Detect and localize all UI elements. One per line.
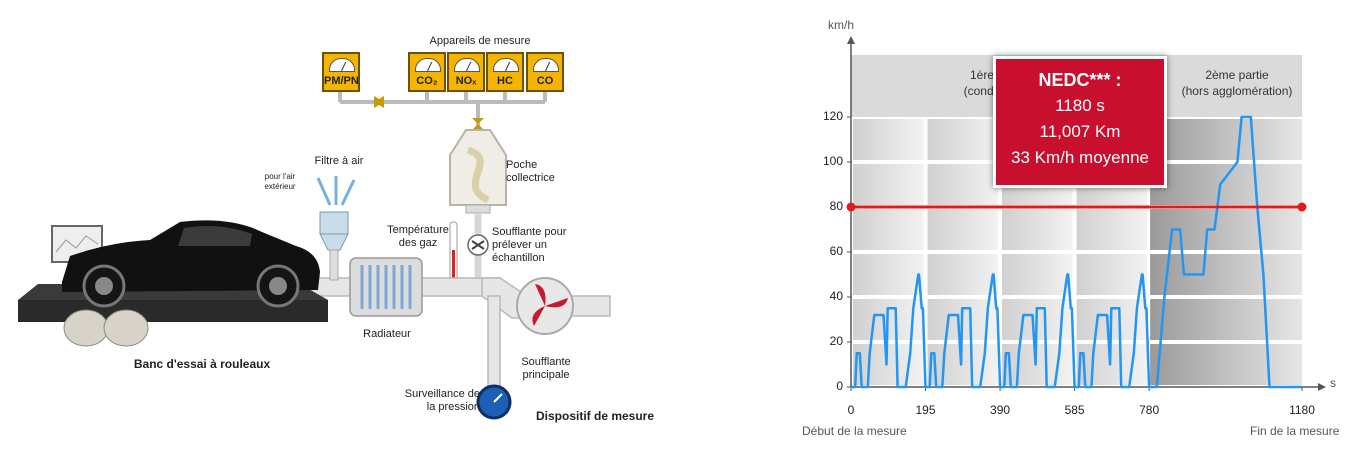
nedc-duration: 1180 s — [1055, 96, 1105, 115]
meter-label: CO — [536, 75, 554, 87]
part2-label-line1: 2ème partie — [1205, 68, 1269, 82]
part2-label: 2ème partie (hors agglomération) — [1172, 67, 1302, 99]
nedc-distance: 11,007 Km — [1039, 122, 1121, 141]
part2-label-line2: (hors agglomération) — [1181, 84, 1293, 98]
x-end-label: Fin de la mesure — [1250, 424, 1340, 438]
y-tick-label: 0 — [836, 379, 843, 393]
test-bench-diagram — [18, 90, 611, 420]
grid-cell — [927, 344, 999, 385]
grid-cell — [927, 164, 999, 205]
valve-icon — [472, 118, 484, 124]
grid-cell — [1150, 164, 1302, 205]
car-icon — [62, 220, 320, 292]
meter-label: PM/PN — [324, 75, 359, 87]
chart-plot — [846, 115, 1307, 389]
grid-cell — [927, 119, 999, 160]
meter-label: CO₂ — [416, 75, 438, 87]
y-tick-label: 40 — [829, 289, 843, 303]
part1-label: 1ère (condu — [952, 67, 1012, 99]
nedc-info-box: NEDC*** : 1180 s 11,007 Km 33 Km/h moyen… — [993, 56, 1167, 188]
y-tick-label: 120 — [822, 109, 843, 123]
part1-label-line2: (condu — [963, 84, 1001, 98]
nedc-title: NEDC*** : — [1038, 70, 1122, 90]
roller-icon — [103, 309, 149, 347]
y-tick-label: 80 — [829, 199, 843, 213]
meter-co2: CO₂ — [408, 52, 446, 92]
label-air-exterior: pour l'air extérieur — [264, 172, 296, 191]
grid-cell — [853, 254, 924, 295]
y-axis-arrow-icon — [847, 36, 855, 44]
grid-cell — [1076, 344, 1148, 385]
grid-cell — [853, 119, 924, 160]
label-main-blower: Soufflante principale — [521, 356, 571, 381]
x-axis-label: s — [1330, 376, 1336, 390]
grid-cell — [853, 164, 924, 205]
label-gas-temp: Température des gaz — [387, 224, 449, 249]
y-axis-label: km/h — [828, 18, 855, 32]
label-meters: Appareils de mesure — [429, 35, 531, 47]
grid-cell — [927, 209, 999, 250]
x-tick-label: 390 — [990, 403, 1011, 417]
grid-cell — [1076, 254, 1148, 295]
label-measure-device: Dispositif de mesure — [535, 409, 655, 423]
grid-cell — [927, 254, 999, 295]
y-tick-label: 20 — [829, 334, 843, 348]
grid-cell — [1150, 344, 1302, 385]
x-tick-label: 780 — [1139, 403, 1160, 417]
x-tick-label: 1180 — [1289, 403, 1315, 417]
x-axis-arrow-icon — [1318, 383, 1326, 391]
label-dynamometer: Banc d'essai à rouleaux — [133, 357, 271, 371]
label-sample-blower: Soufflante pour prélever un échantillon — [492, 226, 567, 264]
x-tick-label: 0 — [847, 403, 855, 417]
label-air-filter: Filtre à air — [314, 155, 364, 167]
label-radiator: Radiateur — [363, 328, 411, 340]
x-start-label: Début de la mesure — [802, 424, 907, 438]
grid-cell — [1150, 119, 1302, 160]
grid-cell — [853, 209, 924, 250]
part1-label-line1: 1ère — [969, 68, 995, 82]
nedc-average-speed: 33 Km/h moyenne — [1011, 148, 1149, 167]
label-bag: Poche collectrice — [506, 159, 555, 184]
meter-label: HC — [497, 75, 513, 87]
meter-nox: NOₓ — [447, 52, 485, 92]
grid-cell — [1002, 254, 1073, 295]
reference-line-end-point — [1297, 202, 1307, 212]
y-tick-label: 100 — [822, 154, 843, 168]
grid-cell — [1150, 299, 1302, 340]
y-tick-label: 60 — [829, 244, 843, 258]
grid-cell — [853, 344, 924, 385]
grid-cell — [1002, 344, 1073, 385]
speed-series-line — [851, 115, 1302, 389]
grid-cell — [1150, 254, 1302, 295]
meter-label: NOₓ — [455, 75, 477, 87]
grid-cell — [1002, 209, 1073, 250]
grid-cell — [1076, 209, 1148, 250]
reference-line-start-point — [846, 202, 856, 212]
meter-pm-pn: PM/PN — [322, 52, 360, 92]
x-tick-label: 195 — [915, 403, 936, 417]
label-pressure: Surveillance de la pression — [404, 388, 480, 413]
meter-co: CO — [526, 52, 564, 92]
x-tick-label: 585 — [1064, 403, 1085, 417]
meter-hc: HC — [486, 52, 524, 92]
